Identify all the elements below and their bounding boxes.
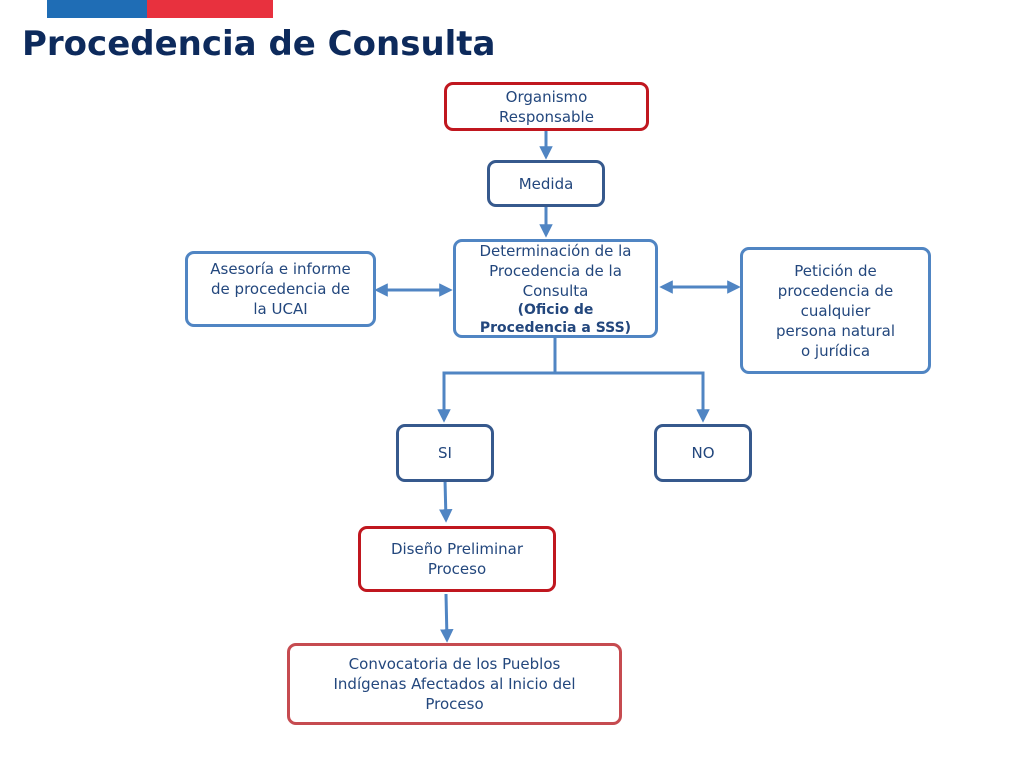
arrow-diseno-to-convocatoria [440,593,454,643]
node-label: cualquier [800,301,871,320]
node-label: persona natural [776,321,895,340]
node-diseno-preliminar: Diseño Preliminar Proceso [358,526,556,592]
node-peticion-procedencia: Petición de procedencia de cualquier per… [740,247,931,374]
node-medida: Medida [487,160,605,207]
node-label-oficio: (Oficio de [517,301,594,318]
node-label: Medida [518,174,574,193]
node-label: procedencia de [777,281,894,300]
node-label: Indígenas Afectados al Inicio del [333,675,576,693]
node-label: Determinación de la [479,241,632,260]
node-label: NO [691,444,715,462]
node-label: la UCAI [253,300,308,318]
arrow-si-to-diseno [438,479,453,523]
node-label: Convocatoria de los Pueblos [348,655,561,673]
node-label: Organismo [505,87,588,106]
node-label: Procedencia de la [489,261,622,280]
node-label: de procedencia de [211,280,350,298]
node-label: o jurídica [800,341,871,360]
node-asesoria-ucai: Asesoría e informe de procedencia de la … [185,251,376,327]
node-convocatoria-pueblos: Convocatoria de los Pueblos Indígenas Af… [287,643,622,725]
connector-branch-no [555,371,710,423]
node-label: Proceso [425,695,484,713]
flag-stripe-blue [47,0,147,18]
node-label: Responsable [499,107,594,126]
node-no: NO [654,424,752,482]
node-determinacion-procedencia: Determinación de la Procedencia de la Co… [453,239,658,338]
node-label: Consulta [522,281,589,300]
connector-branch [442,338,557,420]
slide-title: Procedencia de Consulta [22,24,496,64]
node-label-oficio: Procedencia a SSS) [479,319,632,336]
node-label: Proceso [427,560,487,578]
node-si: SI [396,424,494,482]
node-organismo-responsable: Organismo Responsable [444,82,649,131]
node-label: Petición de [794,261,877,280]
node-label: Asesoría e informe [210,260,351,278]
node-label: Diseño Preliminar [390,540,524,558]
node-label: SI [438,444,452,462]
flag-stripe-red [147,0,273,18]
